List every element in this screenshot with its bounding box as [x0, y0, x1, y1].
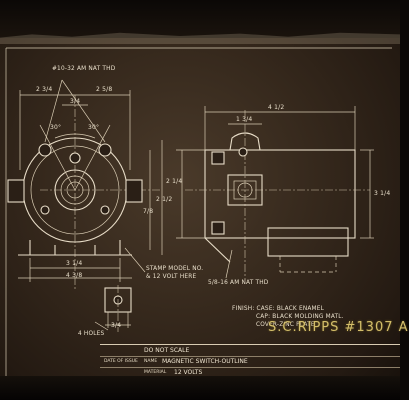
finish-note-1: FINISH: CASE: BLACK ENAMEL — [232, 306, 325, 312]
dim-top-left: 2 3/4 — [36, 86, 53, 93]
do-not-scale: DO NOT SCALE — [144, 347, 190, 354]
front-view — [7, 79, 163, 290]
paper-tear — [0, 32, 400, 44]
name-value: MAGNETIC SWITCH-OUTLINE — [162, 358, 248, 365]
holes-callout: 4 HOLES — [78, 331, 105, 337]
side-view — [176, 106, 374, 280]
dim-top-right: 2 5/8 — [96, 86, 113, 93]
torn-top-edge — [0, 0, 400, 38]
finish-note-2: CAP: BLACK MOLDING MATL. — [256, 314, 344, 320]
dim-bottom-a: 3 1/4 — [66, 260, 83, 267]
thread-callout-side: 5/8-16 AM NAT THD — [208, 280, 269, 286]
date-label: DATE OF ISSUE — [104, 359, 138, 364]
technical-drawing — [5, 47, 392, 380]
title-block: DO NOT SCALE DATE OF ISSUE NAME MAGNETIC… — [100, 344, 400, 379]
title-row-name: DATE OF ISSUE NAME MAGNETIC SWITCH-OUTLI… — [100, 356, 400, 368]
dim-top-mid: 3/4 — [70, 98, 81, 105]
dim-foot: 3/4 — [111, 322, 122, 329]
name-label: NAME — [144, 359, 158, 364]
stamp-callout-line2: & 12 VOLT HERE — [146, 274, 197, 280]
material-value: 12 VOLTS — [174, 369, 203, 376]
dim-angle-right: 30° — [88, 124, 100, 131]
dim-right-a: 7/8 — [143, 208, 154, 215]
dim-side-left: 2 1/4 — [166, 178, 183, 185]
dim-side-right: 3 1/4 — [374, 190, 391, 197]
stamp-callout-line1: STAMP MODEL NO. — [146, 266, 204, 272]
dim-right-b: 2 1/2 — [156, 196, 173, 203]
title-row-scale: DO NOT SCALE — [100, 345, 400, 357]
thread-callout-top: #10-32 AM NAT THD — [52, 66, 116, 72]
dim-side-inner: 1 3/4 — [236, 116, 253, 123]
material-label: MATERIAL — [144, 370, 167, 375]
bottom-edge — [0, 376, 400, 400]
dim-bottom-b: 4 3/8 — [66, 272, 83, 279]
approval-stamp: S.C.RIPPS #1307 A — [268, 320, 409, 335]
dim-side-top: 4 1/2 — [268, 104, 285, 111]
hole-detail — [94, 285, 132, 332]
finish-note-3: COVER-ZINC PLATE — [256, 322, 315, 328]
dim-angle-left: 30° — [50, 124, 62, 131]
